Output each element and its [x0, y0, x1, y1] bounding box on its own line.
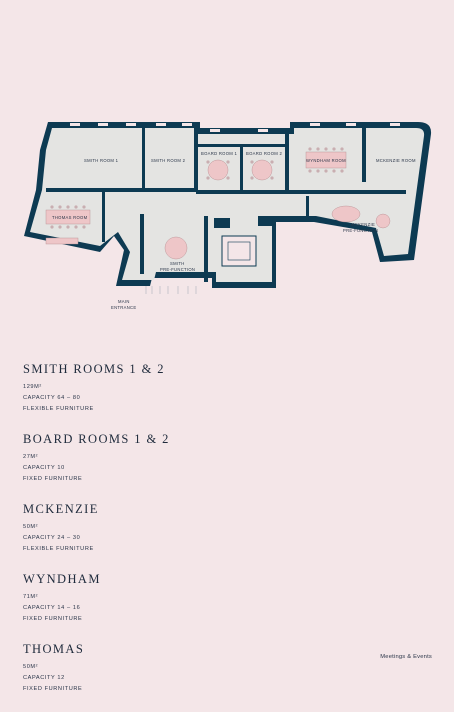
board-room-2-table	[251, 159, 273, 181]
label-board-room-2: BOARD ROOM 2	[246, 151, 283, 156]
label-mckenzie-room: MCKENZIE ROOM	[376, 158, 416, 163]
board-room-1-table	[207, 159, 229, 181]
floor-plan: SMITH ROOM 1 SMITH ROOM 2 BOARD ROOM 1 B…	[24, 122, 432, 310]
room-title: THOMAS	[23, 642, 85, 656]
room-title: MCKENZIE	[23, 502, 99, 516]
label-smith-pre-1: SMITH	[170, 261, 185, 266]
label-main-entrance-2: ENTRANCE	[111, 305, 136, 310]
room-furniture: FIXED FURNITURE	[23, 616, 83, 622]
room-thomas: THOMAS 50M² CAPACITY 12 FIXED FURNITURE	[23, 642, 323, 695]
label-board-room-1: BOARD ROOM 1	[201, 151, 238, 156]
room-furniture: FIXED FURNITURE	[23, 476, 83, 482]
room-area: 27M²	[23, 454, 39, 460]
label-mckenzie-pre-1: MCKENZIE	[351, 222, 375, 227]
thomas-sideboard	[45, 237, 79, 245]
label-smith-room-1: SMITH ROOM 1	[84, 158, 119, 163]
label-smith-room-2: SMITH ROOM 2	[151, 158, 186, 163]
wyndham-table	[305, 151, 347, 169]
room-area: 50M²	[23, 524, 39, 530]
mckenzie-pre-function-table	[331, 205, 361, 223]
room-title: SMITH ROOMS 1 & 2	[23, 362, 165, 376]
windows	[70, 123, 400, 132]
footer-caption: Meetings & Events	[380, 654, 432, 660]
room-furniture: FLEXIBLE FURNITURE	[23, 406, 94, 412]
room-title: BOARD ROOMS 1 & 2	[23, 432, 170, 446]
mckenzie-side-table	[375, 213, 391, 229]
plan-labels: SMITH ROOM 1 SMITH ROOM 2 BOARD ROOM 1 B…	[52, 151, 416, 310]
room-capacity: CAPACITY 12	[23, 675, 65, 681]
room-furniture: FLEXIBLE FURNITURE	[23, 546, 94, 552]
room-area: 129M²	[23, 384, 42, 390]
thomas-table	[45, 209, 91, 225]
room-title: WYNDHAM	[23, 572, 101, 586]
room-list: SMITH ROOMS 1 & 2 129M² CAPACITY 64 – 80…	[23, 362, 323, 712]
chairs	[50, 147, 344, 229]
entrance-steps	[145, 286, 197, 294]
smith-pre-function-table	[164, 236, 188, 260]
label-main-entrance-1: MAIN	[118, 299, 130, 304]
room-capacity: CAPACITY 64 – 80	[23, 395, 81, 401]
room-smith: SMITH ROOMS 1 & 2 129M² CAPACITY 64 – 80…	[23, 362, 323, 415]
interior-walls	[46, 128, 406, 282]
room-capacity: CAPACITY 14 – 16	[23, 605, 81, 611]
room-wyndham: WYNDHAM 71M² CAPACITY 14 – 16 FIXED FURN…	[23, 572, 323, 625]
room-capacity: CAPACITY 24 – 30	[23, 535, 81, 541]
label-mckenzie-pre-2: PRE-FUNCTION	[343, 228, 378, 233]
room-mckenzie: MCKENZIE 50M² CAPACITY 24 – 30 FLEXIBLE …	[23, 502, 323, 555]
room-capacity: CAPACITY 10	[23, 465, 65, 471]
room-area: 50M²	[23, 664, 39, 670]
room-area: 71M²	[23, 594, 39, 600]
room-furniture: FIXED FURNITURE	[23, 686, 83, 692]
label-smith-pre-2: PRE-FUNCTION	[160, 267, 195, 272]
room-board: BOARD ROOMS 1 & 2 27M² CAPACITY 10 FIXED…	[23, 432, 323, 485]
stair-core	[221, 235, 257, 267]
label-thomas-room: THOMAS ROOM	[52, 215, 88, 220]
label-wyndham-room: WYNDHAM ROOM	[306, 158, 346, 163]
furniture	[45, 151, 391, 260]
